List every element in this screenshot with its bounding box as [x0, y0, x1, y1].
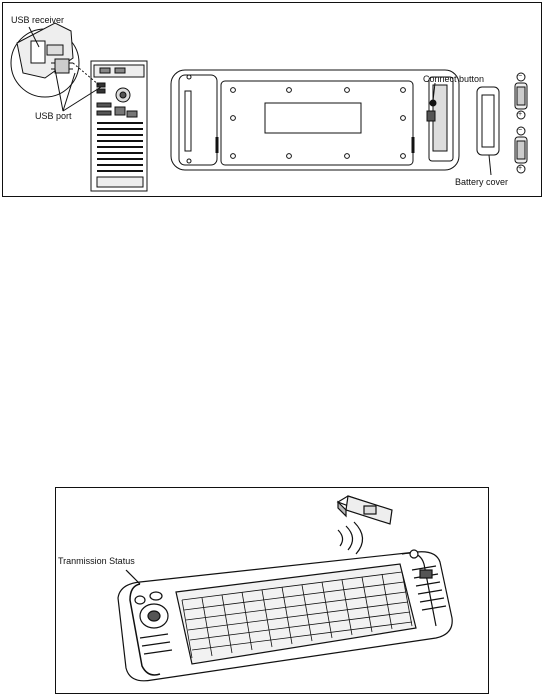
keyboard-underside [171, 70, 459, 170]
keyboard-body [118, 550, 452, 681]
computer-tower [91, 61, 147, 191]
battery-plus-symbol-1: + [518, 110, 522, 120]
keyboard-illustration [56, 488, 488, 693]
batteries [515, 73, 527, 173]
battery-minus-symbol-2: − [518, 126, 522, 136]
transmission-status-leader [126, 570, 140, 584]
battery-cover [477, 87, 499, 175]
transmission-status-label: Tranmission Status [58, 556, 135, 566]
usb-receiver-magnifier [11, 23, 79, 97]
battery-minus-symbol-1: − [518, 72, 522, 82]
wireless-signal-icon [338, 522, 363, 554]
keyboard-illustration-frame: Tranmission Status [55, 487, 489, 694]
usb-dongle [338, 496, 392, 524]
connect-button-label: Connect button [423, 74, 484, 84]
usb-port-label: USB port [35, 111, 72, 121]
installation-diagram-frame: USB receiver USB port Connect button Bat… [2, 2, 542, 197]
installation-diagram [3, 3, 541, 196]
usb-receiver-label: USB receiver [11, 15, 64, 25]
battery-cover-label: Battery cover [455, 177, 508, 187]
battery-plus-symbol-2: + [518, 164, 522, 174]
